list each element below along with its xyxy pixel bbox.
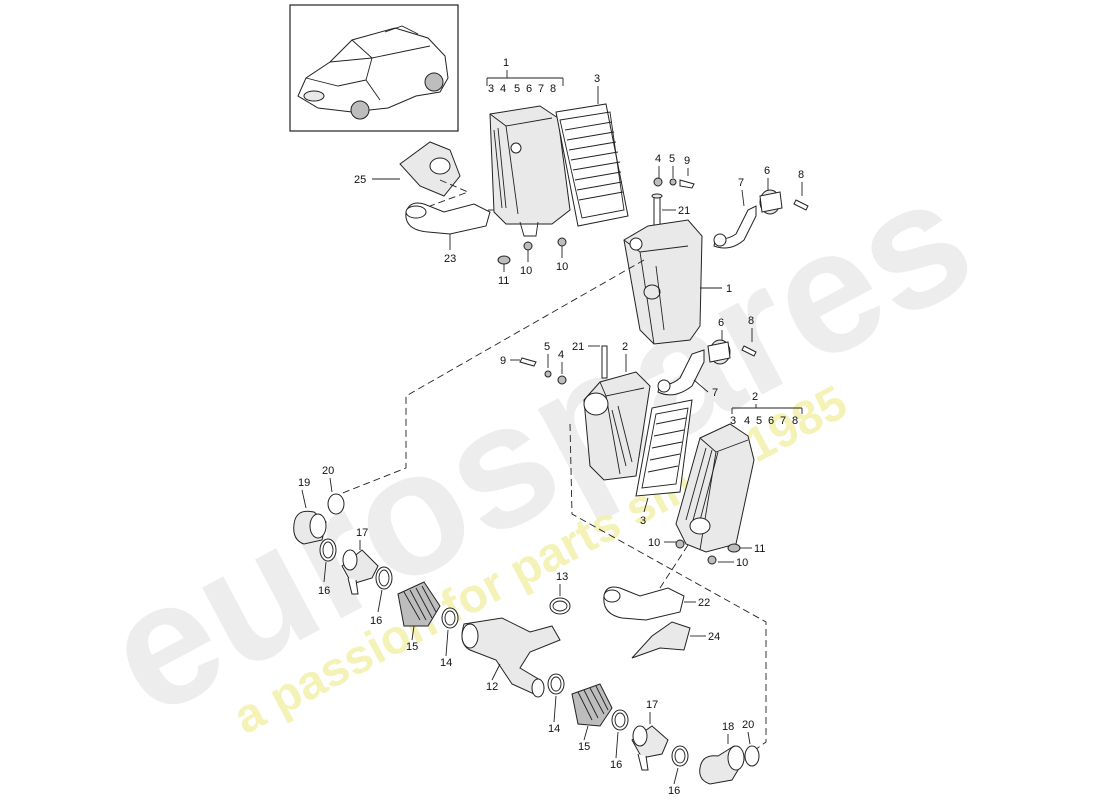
callout-23: 23: [444, 253, 456, 265]
callout-2-middle: 2: [622, 341, 628, 353]
callout-15-upper: 15: [406, 641, 418, 653]
callout-16-a: 16: [318, 585, 330, 597]
air-box-upper: [623, 219, 703, 345]
callout-4-middle: 4: [558, 349, 564, 361]
callout-14-b: 14: [548, 723, 560, 735]
group-right-number: 2: [752, 391, 758, 403]
group-right-sub-6: 8: [792, 415, 798, 427]
callout-16-d: 16: [668, 785, 680, 797]
group-top-sub-2: 4: [500, 83, 506, 95]
bellows-lower: [571, 683, 613, 727]
callout-4-upper: 4: [655, 153, 661, 165]
callout-18: 18: [722, 721, 734, 733]
callout-17-lower: 17: [646, 699, 658, 711]
callout-10-lower-a: 10: [648, 537, 660, 549]
group-right-sub-1: 3: [730, 415, 736, 427]
callout-19: 19: [298, 477, 310, 489]
callout-5-middle: 5: [544, 341, 550, 353]
clamp-16-c: [611, 709, 629, 731]
callout-7-middle: 7: [712, 387, 718, 399]
callout-3-upper: 3: [594, 73, 600, 85]
watermark-brand: eurospares: [76, 138, 1001, 753]
hose-upper: [713, 205, 757, 249]
callout-20-upper: 20: [322, 465, 334, 477]
callout-10-upper-b: 10: [556, 261, 568, 273]
heat-shield-lower: [631, 621, 691, 659]
y-pipe: [461, 617, 561, 698]
callout-3-lower: 3: [640, 515, 646, 527]
callout-17-upper: 17: [356, 527, 368, 539]
elbow-connector-lower: [699, 745, 745, 785]
clamp-16-a: [319, 538, 337, 562]
clamp-14-a: [441, 607, 459, 629]
callout-8-middle: 8: [748, 315, 754, 327]
callout-5-upper: 5: [669, 153, 675, 165]
group-right-sub-4: 6: [768, 415, 774, 427]
callout-14-a: 14: [440, 657, 452, 669]
group-bracket-right: 2 3 4 5 6 7 8: [730, 391, 803, 427]
callout-24: 24: [708, 631, 720, 643]
filter-element-middle: [635, 399, 693, 497]
callout-20-lower: 20: [742, 719, 754, 731]
hose-middle: [657, 349, 705, 396]
group-top-sub-5: 7: [538, 83, 544, 95]
pipe-connector-upper: [341, 549, 379, 595]
callout-13: 13: [556, 571, 568, 583]
group-top-sub-1: 3: [488, 83, 494, 95]
group-top-sub-6: 8: [550, 83, 556, 95]
air-box-middle: [583, 371, 651, 481]
callout-7-upper: 7: [738, 177, 744, 189]
filter-element-upper: [555, 103, 629, 227]
intake-hose-upper: [405, 202, 491, 235]
valve-upper: [759, 189, 783, 215]
callout-11-lower: 11: [754, 543, 765, 555]
callout-16-c: 16: [610, 759, 622, 771]
vehicle-thumbnail: [289, 4, 459, 132]
group-top-sub-4: 6: [526, 83, 532, 95]
callout-21-upper: 21: [678, 205, 690, 217]
group-top-number: 1: [503, 57, 509, 69]
clamp-16-d: [671, 745, 689, 767]
bellows-upper: [397, 581, 441, 627]
watermark: eurospares a passion for parts since 198…: [76, 138, 1001, 753]
callout-10-lower-b: 10: [736, 557, 748, 569]
valve-middle: [707, 339, 731, 365]
clamp-16-b: [375, 566, 393, 590]
intake-hose-lower: [603, 586, 685, 621]
pipe-connector-lower: [631, 725, 669, 771]
heat-shield-upper: [399, 141, 461, 197]
callout-9-middle: 9: [500, 355, 506, 367]
group-right-sub-2: 4: [744, 415, 750, 427]
callout-6-middle: 6: [718, 317, 724, 329]
callout-8-upper: 8: [798, 169, 804, 181]
callout-21-middle: 21: [572, 341, 584, 353]
callout-12: 12: [486, 681, 498, 693]
group-right-sub-5: 7: [780, 415, 786, 427]
callout-16-b: 16: [370, 615, 382, 627]
clamp-14-b: [547, 673, 565, 695]
callout-22: 22: [698, 597, 710, 609]
group-top-sub-3: 5: [514, 83, 520, 95]
callout-9-upper: 9: [684, 155, 690, 167]
callout-25: 25: [354, 174, 366, 186]
callout-11-upper: 11: [498, 275, 509, 287]
clamp-13: [549, 597, 571, 615]
callout-10-upper-a: 10: [520, 265, 532, 277]
air-filter-housing-upper: [489, 105, 571, 237]
group-bracket-top: 1 3 4 5 6 7 8: [486, 57, 564, 95]
elbow-connector-upper: [293, 510, 327, 545]
air-filter-housing-lower: [675, 423, 755, 553]
group-right-sub-3: 5: [756, 415, 762, 427]
callout-6-upper: 6: [764, 165, 770, 177]
callout-1-right: 1: [726, 283, 732, 295]
callout-15-lower: 15: [578, 741, 590, 753]
